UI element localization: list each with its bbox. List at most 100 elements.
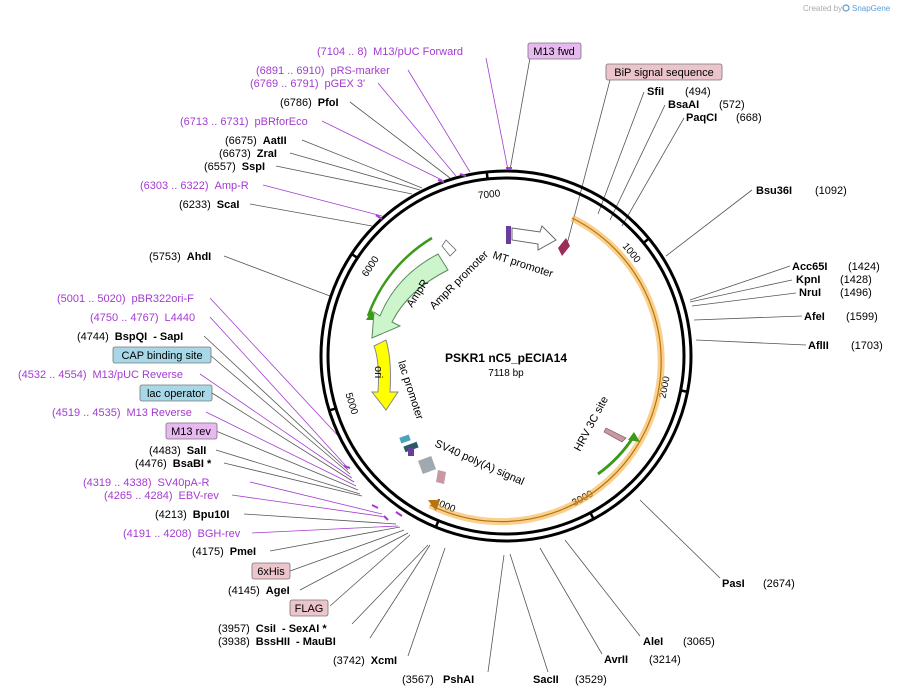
cds-arc-orange bbox=[428, 214, 665, 526]
box-6xhis-label: 6xHis bbox=[257, 566, 285, 578]
leader-avrii bbox=[539, 547, 603, 655]
site-nrui: NruI(1496) bbox=[799, 287, 872, 299]
tick-2000 bbox=[681, 389, 687, 393]
box-cap-label: CAP binding site bbox=[121, 350, 202, 362]
leader-sali bbox=[215, 449, 361, 495]
site-afei: AfeI (1599) bbox=[804, 311, 878, 323]
sv40-box bbox=[418, 456, 436, 474]
leader-pfoi bbox=[349, 101, 451, 179]
svg-text:(572): (572) bbox=[719, 99, 745, 111]
svg-text:PaqCI: PaqCI bbox=[686, 112, 717, 124]
svg-text:(1599): (1599) bbox=[846, 311, 878, 323]
leader-pshai bbox=[487, 554, 505, 673]
site-bgh-rev: (4191 .. 4208)BGH-rev bbox=[123, 528, 241, 540]
site-pgex3: (6769 .. 6791)pGEX 3' bbox=[250, 78, 365, 90]
site-pbr322ori-f: (5001 .. 5020)pBR322ori-F bbox=[57, 293, 194, 305]
credit-brand: SnapGene bbox=[852, 4, 891, 13]
leader-ebv-rev bbox=[231, 494, 387, 518]
leader-afIII bbox=[695, 339, 807, 346]
site-sali: (4483)SalI bbox=[149, 445, 206, 457]
left-site-labels: (7104 .. 8)M13/pUC Forward (6891 .. 6910… bbox=[18, 46, 463, 667]
leader-aatii bbox=[301, 139, 423, 189]
site-zrai: (6673)ZraI bbox=[219, 148, 277, 160]
leader-pbrforeco bbox=[321, 120, 443, 181]
leader-cap bbox=[209, 354, 351, 475]
leader-bsu36i bbox=[665, 189, 753, 257]
leader-bspqi bbox=[203, 335, 349, 471]
leader-afei bbox=[693, 315, 803, 321]
svg-text:Bsu36I: Bsu36I bbox=[756, 185, 792, 197]
box-bip-label: BiP signal sequence bbox=[614, 67, 713, 79]
tick-1000 bbox=[643, 238, 649, 244]
ampr-promoter-feature bbox=[441, 239, 457, 257]
svg-text:(3567): (3567) bbox=[402, 674, 434, 686]
leader-csii bbox=[351, 544, 429, 625]
ampr-feature bbox=[371, 253, 449, 339]
box-m13fwd-label: M13 fwd bbox=[533, 46, 575, 58]
svg-text:AfeI: AfeI bbox=[804, 311, 825, 323]
green-arc-head bbox=[628, 432, 640, 442]
ampr-outer-arc bbox=[366, 236, 433, 317]
leader-prs-marker bbox=[407, 69, 471, 173]
his-small bbox=[436, 470, 446, 484]
leader-flag bbox=[329, 534, 411, 607]
tick-label-7000: 7000 bbox=[478, 188, 502, 201]
site-alei: AleI(3065) bbox=[643, 636, 715, 648]
leader-pbr322ori-f bbox=[209, 297, 343, 441]
leader-lac-operator bbox=[211, 392, 355, 483]
lac-small-b bbox=[403, 441, 419, 453]
tick-7000 bbox=[485, 172, 489, 179]
site-bspqi: (4744)BspQI- SapI bbox=[77, 331, 183, 343]
site-aatii: (6675)AatII bbox=[225, 135, 287, 147]
svg-text:SacII: SacII bbox=[533, 674, 559, 686]
leader-sacii bbox=[509, 553, 549, 673]
leader-m13-reverse bbox=[205, 411, 357, 487]
leader-bgh-rev bbox=[251, 525, 399, 534]
site-sspi: (6557)SspI bbox=[204, 161, 265, 173]
site-prs-marker: (6891 .. 6910)pRS-marker bbox=[256, 65, 390, 77]
leader-acc65i bbox=[689, 265, 791, 301]
site-acc65i: Acc65I(1424) bbox=[792, 261, 880, 273]
svg-text:(1496): (1496) bbox=[840, 287, 872, 299]
leader-paqci bbox=[621, 117, 685, 227]
leader-sspi bbox=[275, 165, 413, 195]
site-xcmi: (3742)XcmI bbox=[333, 655, 397, 667]
leader-bsshii bbox=[369, 544, 431, 639]
tick-label-5000: 5000 bbox=[343, 391, 360, 416]
leader-bip bbox=[565, 79, 611, 249]
svg-text:KpnI: KpnI bbox=[796, 274, 820, 286]
leader-m13rev bbox=[215, 430, 359, 491]
leader-pgex3 bbox=[377, 82, 457, 177]
plasmid-name: PSKR1 nC5_pECIA14 bbox=[445, 351, 567, 365]
mt-promoter-label: MT promoter bbox=[491, 249, 555, 280]
hrv-marker bbox=[603, 427, 627, 443]
leader-lines bbox=[199, 57, 807, 673]
site-amp-r: (6303 .. 6322)Amp-R bbox=[140, 180, 249, 192]
leader-sfii bbox=[597, 91, 645, 215]
leader-scai bbox=[249, 203, 373, 227]
snapgene-logo-icon bbox=[842, 4, 850, 12]
site-pfoi: (6786)PfoI bbox=[280, 97, 339, 109]
box-6xhis: 6xHis bbox=[251, 562, 291, 580]
site-paqci: PaqCI(668) bbox=[686, 112, 762, 124]
hrv-label: HRV 3C site bbox=[572, 395, 611, 454]
site-sv40pa-r: (4319 .. 4338)SV40pA-R bbox=[83, 477, 210, 489]
site-bsu36i: Bsu36I(1092) bbox=[756, 185, 847, 197]
lac-promoter-label: lac promoter bbox=[395, 359, 425, 421]
svg-text:(3529): (3529) bbox=[575, 674, 607, 686]
site-pshai: (3567)PshAI bbox=[402, 674, 474, 686]
lac-small-a bbox=[399, 434, 411, 444]
box-lacop-label: lac operator bbox=[147, 388, 205, 400]
leader-m13puc-reverse bbox=[199, 373, 353, 479]
sv40-label: SV40 poly(A) signal bbox=[433, 438, 526, 488]
site-m13puc-forward: (7104 .. 8)M13/pUC Forward bbox=[317, 46, 463, 58]
svg-text:Acc65I: Acc65I bbox=[792, 261, 827, 273]
svg-text:AleI: AleI bbox=[643, 636, 663, 648]
site-bsaai: BsaAI(572) bbox=[668, 99, 745, 111]
leader-amp-r bbox=[262, 184, 383, 217]
leader-agei bbox=[299, 532, 409, 591]
site-scai: (6233)ScaI bbox=[179, 199, 239, 211]
site-aflii: AflII(1703) bbox=[808, 340, 883, 352]
svg-text:(1703): (1703) bbox=[851, 340, 883, 352]
